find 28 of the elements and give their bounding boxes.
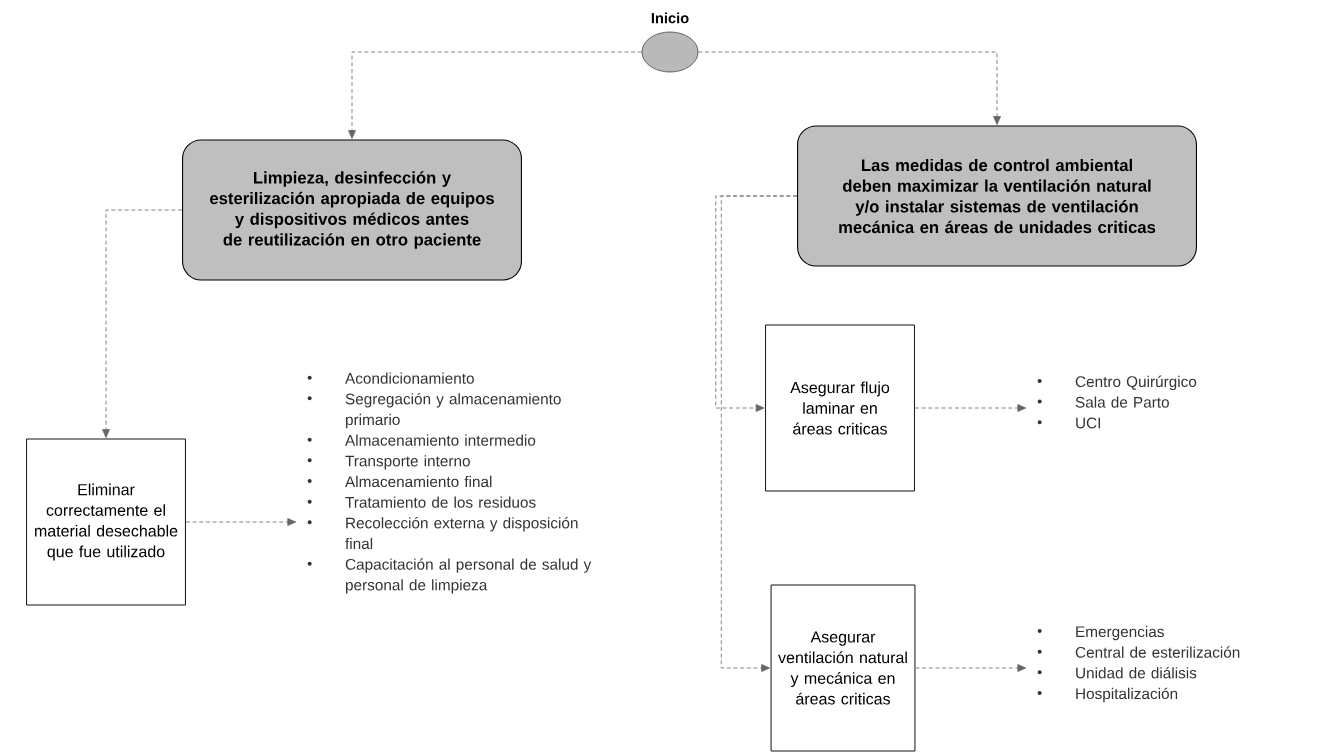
arrow bbox=[915, 664, 1027, 672]
process-box: Eliminar correctamente el material desechable que fue utilizado bbox=[26, 438, 186, 606]
bullet-item: Transporte interno bbox=[307, 455, 470, 470]
bullet-item: Acondicionamiento bbox=[307, 372, 474, 384]
process-box: Asegurar flujo laminar en áreas criticas bbox=[765, 324, 915, 492]
action-box: Las medidas de control ambiental deben maximizar la ventilación natural y/o instalar sistemas de ventilación mecánica en áreas de unidades criticas bbox=[797, 125, 1197, 267]
start-label: Inicio bbox=[651, 12, 689, 24]
bullet-item: Emergencias bbox=[1037, 625, 1164, 641]
arrow bbox=[102, 209, 183, 438]
arrow bbox=[348, 51, 643, 139]
bullet-item: Centro Quirúrgico bbox=[1037, 375, 1197, 391]
bullet-item: Unidad de diálisis bbox=[1037, 667, 1197, 679]
action-box: Limpieza, desinfección y esterilización apropiada de equipos y dispositivos médicos antes de reutilización en otro paciente bbox=[182, 139, 522, 281]
bullet-item: Almacenamiento final bbox=[307, 475, 492, 488]
bullet-item: Hospitalización bbox=[1037, 687, 1178, 703]
bullet-item: Recolección externa y disposición final bbox=[307, 517, 578, 550]
arrow bbox=[720, 195, 798, 672]
bullet-item: Capacitación al personal de salud y personal de limpieza bbox=[307, 558, 592, 594]
bullet-item: UCI bbox=[1037, 417, 1100, 429]
arrow bbox=[914, 404, 1027, 412]
arrow bbox=[185, 518, 297, 526]
bullet-item: Almacenamiento intermedio bbox=[307, 434, 536, 446]
bullet-item: Central de esterilización bbox=[1037, 646, 1240, 658]
bullet-item: Segregación y almacenamiento primario bbox=[307, 393, 561, 429]
process-box: Asegurar ventilación natural y mecánica en áreas criticas bbox=[770, 584, 916, 752]
bullet-item: Sala de Parto bbox=[1037, 396, 1169, 408]
bullet-item: Tratamiento de los residuos bbox=[307, 496, 536, 508]
arrow bbox=[697, 51, 1001, 125]
